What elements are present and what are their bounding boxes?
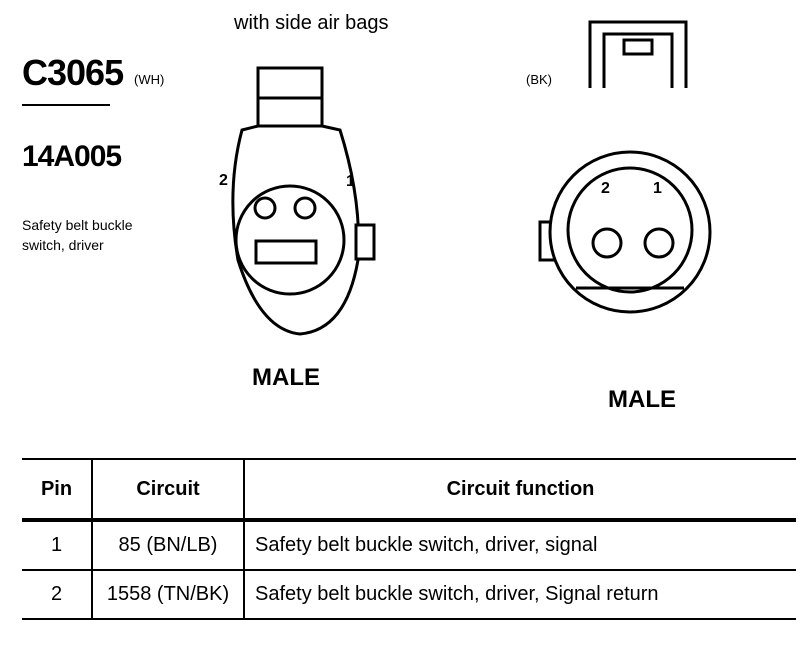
left-slot bbox=[254, 239, 318, 265]
variant-label: with side air bags bbox=[234, 12, 389, 34]
right-connector-drawing bbox=[538, 20, 712, 314]
pin-table: Pin Circuit Circuit function 1 85 (BN/LB… bbox=[22, 458, 796, 620]
description-line-2: switch, driver bbox=[22, 237, 104, 253]
header-pin: Pin bbox=[22, 458, 93, 522]
right-face-circle bbox=[566, 166, 694, 294]
part-number: 14A005 bbox=[22, 140, 122, 173]
connector-drawings: 2 1 2 1 bbox=[219, 20, 712, 336]
cell-pin: 1 bbox=[22, 519, 93, 571]
cell-circuit: 85 (BN/LB) bbox=[91, 519, 245, 571]
cell-circuit: 1558 (TN/BK) bbox=[91, 569, 245, 620]
header-circuit: Circuit bbox=[91, 458, 245, 522]
divider-rule bbox=[22, 104, 110, 106]
connector-id: C3065 bbox=[22, 52, 124, 93]
connector-color-left: (WH) bbox=[134, 72, 165, 87]
right-pin-hole-1 bbox=[643, 227, 675, 259]
left-pin-label-1: 1 bbox=[346, 173, 355, 190]
left-pin-hole-2 bbox=[253, 196, 277, 220]
left-key-tab bbox=[354, 223, 376, 261]
right-outer-circle bbox=[548, 150, 712, 314]
table-row: 1 85 (BN/LB) Safety belt buckle switch, … bbox=[22, 519, 796, 571]
cell-pin: 2 bbox=[22, 569, 93, 620]
right-latch-inner bbox=[602, 32, 674, 88]
connector-description: Safety belt buckle switch, driver bbox=[22, 215, 162, 255]
table-row: 2 1558 (TN/BK) Safety belt buckle switch… bbox=[22, 569, 796, 620]
connector-color-right: (BK) bbox=[526, 72, 552, 87]
right-pin-label-1: 1 bbox=[653, 180, 662, 197]
cell-function: Safety belt buckle switch, driver, Signa… bbox=[243, 569, 796, 620]
right-gender-label: MALE bbox=[608, 386, 676, 413]
left-pin-label-2: 2 bbox=[219, 172, 228, 189]
left-outer-shell bbox=[231, 124, 361, 336]
left-connector-drawing bbox=[231, 66, 376, 336]
table-header-row: Pin Circuit Circuit function bbox=[22, 458, 796, 522]
cell-function: Safety belt buckle switch, driver, signa… bbox=[243, 519, 796, 571]
right-latch-tab bbox=[622, 38, 654, 56]
right-pin-hole-2 bbox=[591, 227, 623, 259]
description-line-1: Safety belt buckle bbox=[22, 217, 133, 233]
left-pin-hole-1 bbox=[293, 196, 317, 220]
left-gender-label: MALE bbox=[252, 364, 320, 391]
right-latch-outer bbox=[588, 20, 688, 88]
right-pin-label-2: 2 bbox=[601, 180, 610, 197]
header-circuit-function: Circuit function bbox=[243, 458, 796, 522]
